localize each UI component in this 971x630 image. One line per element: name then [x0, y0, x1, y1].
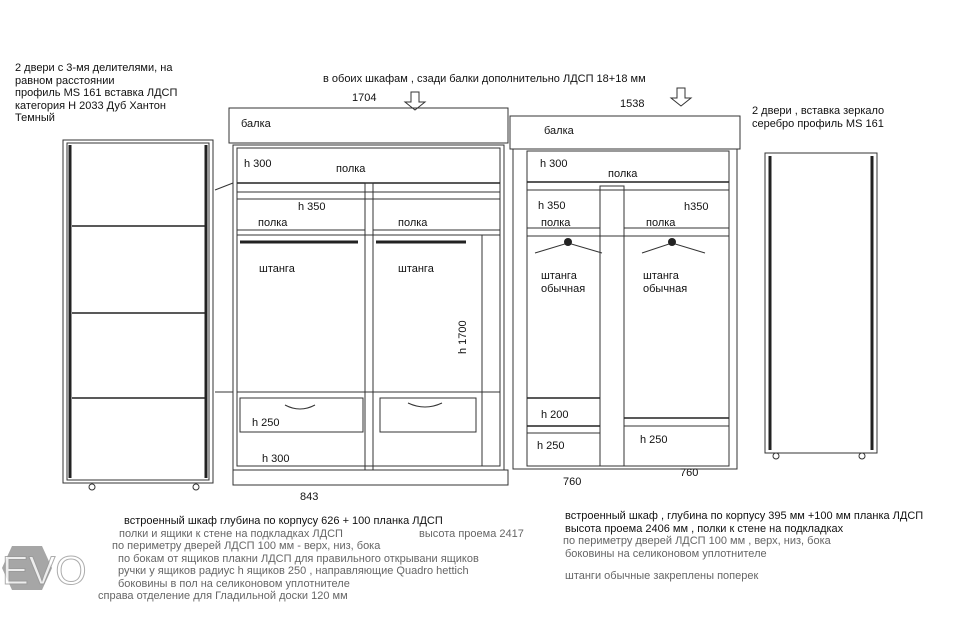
evo-watermark-logo: EVO [0, 540, 92, 605]
note-line: по бокам от ящиков плакни ЛДСП для прави… [118, 552, 479, 565]
note-line: встроенный шкаф глубина по корпусу 626 +… [124, 515, 443, 527]
top-note: в обоих шкафам , сзади балки дополнитель… [323, 73, 646, 85]
right-rod-right-type-label: обычная [643, 283, 687, 295]
left-width-label: 1704 [352, 92, 376, 104]
h1700-label: h 1700 [457, 320, 469, 354]
right-shelf-right-label: полка [646, 217, 676, 229]
note-line: серебро профиль MS 161 [752, 117, 884, 130]
right-door-note: 2 двери , вставка зеркало серебро профил… [752, 105, 884, 130]
right-shelf-top-label: полка [608, 168, 638, 180]
left-shelf-top-label: полка [336, 163, 366, 175]
right-door [764, 152, 878, 460]
drawer-h250-label: h 250 [252, 417, 280, 429]
left-door [62, 139, 214, 491]
left-notes: встроенный шкаф глубина по корпусу 626 +… [98, 515, 524, 603]
note-line: равном расстоянии [15, 74, 115, 87]
right-rod-type-label: обычная [541, 283, 585, 295]
note-line: 2 двери , вставка зеркало [752, 105, 885, 117]
left-h300-label: h 300 [244, 158, 272, 170]
note-line: боковины в пол на селиконовом уплотнител… [118, 577, 350, 590]
left-rod-label: штанга [259, 263, 296, 275]
right-h350-right-label: h350 [684, 201, 708, 213]
right-h350-label: h 350 [538, 200, 566, 212]
right-width-left-label: 760 [563, 476, 581, 488]
left-h350-label: h 350 [298, 201, 326, 213]
left-h300-bottom-label: h 300 [262, 453, 290, 465]
note-line: 2 двери с 3-мя делителями, на [15, 62, 173, 74]
note-line: встроенный шкаф , глубина по корпусу 395… [565, 510, 924, 522]
right-cabinet [509, 87, 741, 470]
note-line: справа отделение для Гладильной доски 12… [98, 590, 348, 602]
right-width-right-label: 760 [680, 467, 698, 479]
left-cabinet [214, 91, 509, 486]
note-line: полки и ящики к стене на подкладках ЛДСП… [119, 527, 524, 541]
note-text: высота проема 2417 [419, 527, 524, 540]
right-shelf-label: полка [541, 217, 571, 229]
right-h250-label: h 250 [537, 440, 565, 452]
right-notes: встроенный шкаф , глубина по корпусу 395… [563, 510, 924, 583]
right-h250-right-label: h 250 [640, 434, 668, 446]
left-base-width-label: 843 [300, 491, 318, 503]
left-door-note: 2 двери с 3-мя делителями, на равном рас… [15, 62, 177, 125]
note-line: категория Н 2033 Дуб Хантон [15, 99, 166, 112]
right-rod-right-label: штанга [643, 270, 680, 282]
right-rod-label: штанга [541, 270, 578, 282]
note-line: ручки у ящиков радиус h ящиков 250 , нап… [118, 565, 469, 577]
right-h300-label: h 300 [540, 158, 568, 170]
right-beam-label: балка [544, 125, 575, 137]
note-line: высота проема 2406 мм , полки к стене на… [565, 522, 844, 535]
left-beam-label: балка [241, 118, 272, 130]
note-line: по периметру дверей ЛДСП 100 мм - верх, … [112, 540, 381, 552]
note-line: по периметру дверей ЛДСП 100 мм , верх, … [563, 535, 831, 547]
note-text: полки и ящики к стене на подкладках ЛДСП [119, 527, 343, 540]
note-line: Темный [15, 112, 55, 124]
watermark-text: EVO [2, 549, 86, 593]
left-rod-right-label: штанга [398, 263, 435, 275]
note-line: профиль MS 161 вставка ЛДСП [15, 87, 178, 99]
note-line: боковины на селиконовом уплотнителе [565, 547, 767, 560]
note-line: штанги обычные закреплены поперек [565, 570, 759, 582]
left-shelf-right-label: полка [398, 217, 428, 229]
right-h200-label: h 200 [541, 409, 569, 421]
left-shelf-label: полка [258, 217, 288, 229]
right-width-label: 1538 [620, 98, 644, 110]
